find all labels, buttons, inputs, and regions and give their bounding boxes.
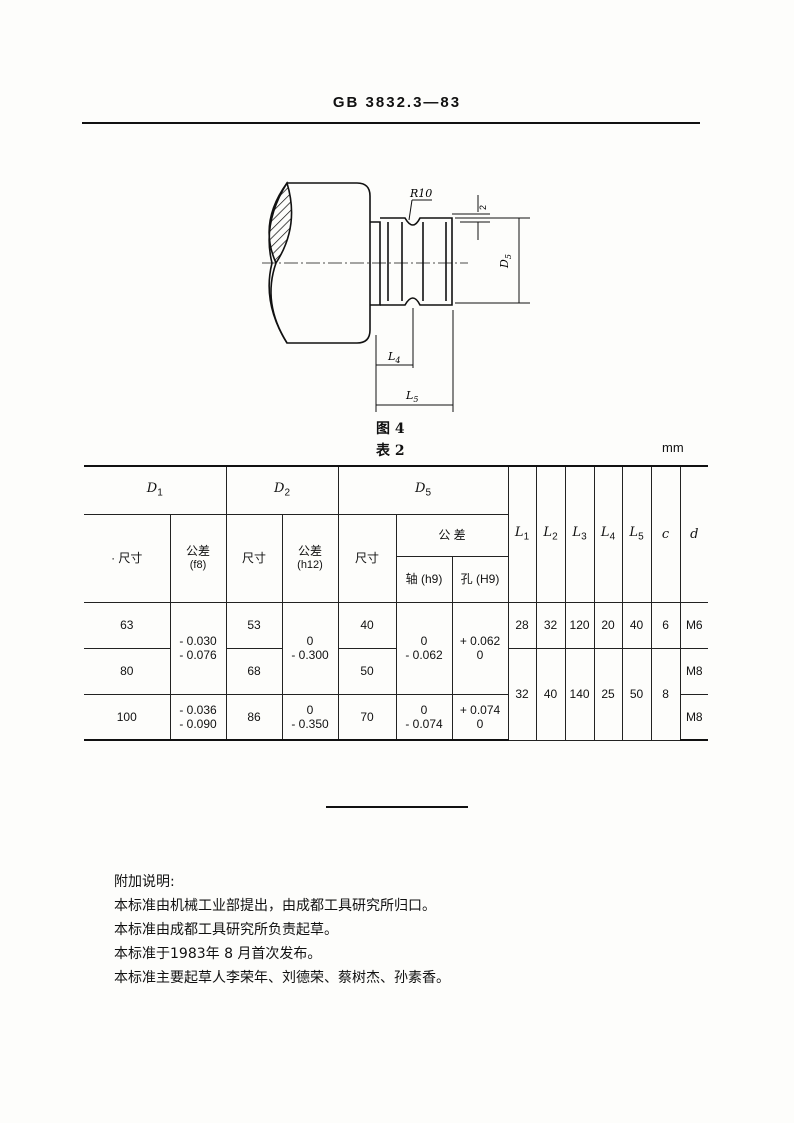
- col-c: c: [650, 465, 681, 603]
- r10-label: R10: [409, 187, 432, 200]
- dim-l4-l5: [375, 308, 454, 412]
- cell-d: M8: [679, 647, 709, 695]
- table-row: 100 - 0.036- 0.090 86 0- 0.350 70 0- 0.0…: [84, 693, 709, 741]
- unit-label: mm: [662, 440, 684, 455]
- col-l4: L4: [593, 465, 623, 603]
- col-size-d5: 尺寸: [337, 513, 397, 603]
- col-tol-d5: 公 差: [395, 513, 509, 557]
- col-l3: L3: [564, 465, 595, 603]
- cell-d: M6: [679, 601, 709, 649]
- cell-tol-d1: - 0.030- 0.076: [169, 601, 227, 695]
- l4-label: L4: [387, 350, 400, 365]
- note-line: 本标准主要起草人李荣年、刘德荣、蔡树杰、孙素香。: [114, 970, 450, 986]
- dim-d5: [455, 217, 530, 304]
- pin: [380, 217, 453, 306]
- additional-notes: 附加说明: 本标准由机械工业部提出，由成都工具研究所归口。 本标准由成都工具研究…: [114, 870, 450, 990]
- col-shaft: 轴 (h9): [395, 555, 453, 603]
- group-d2: D2: [225, 465, 339, 515]
- col-l1: L1: [507, 465, 537, 603]
- end-rule: [326, 806, 468, 808]
- cell-tol-d1: - 0.036- 0.090: [169, 693, 227, 741]
- col-hole: 孔 (H9): [451, 555, 509, 603]
- note-line: 本标准于1983年 8 月首次发布。: [114, 946, 322, 962]
- cell-d: M8: [679, 693, 709, 741]
- cell-l5: 40: [621, 601, 652, 649]
- col-tol-d1: 公差(f8): [169, 513, 227, 603]
- note-line: 本标准由成都工具研究所负责起草。: [114, 922, 338, 938]
- col-size-d2: 尺寸: [225, 513, 283, 603]
- header-rule: [82, 122, 700, 124]
- col-l2: L2: [535, 465, 566, 603]
- cell-c: 8: [650, 647, 681, 741]
- cell-c: 6: [650, 601, 681, 649]
- document-header: GB 3832.3—83: [332, 94, 462, 111]
- cell-d1: 80: [84, 647, 171, 695]
- dimension-table: D1 D2 D5 L1 L2 L3 L4 L5 c d · 尺寸 公差(f8) …: [84, 465, 709, 741]
- figure-caption: 图 4: [376, 421, 405, 437]
- cell-l5: 50: [621, 647, 652, 741]
- d5-label: D5: [498, 254, 513, 269]
- cell-l4: 25: [593, 647, 623, 741]
- table-caption: 表 2: [376, 443, 405, 459]
- dim-2-label: 2: [478, 205, 488, 210]
- cell-l3: 140: [564, 647, 595, 741]
- dim-2: [452, 195, 490, 240]
- cell-tol-d2: 0- 0.350: [281, 693, 339, 741]
- col-tol-d2: 公差(h12): [281, 513, 339, 603]
- cell-l1: 32: [507, 647, 537, 741]
- cell-l2: 40: [535, 647, 566, 741]
- group-d5: D5: [337, 465, 509, 515]
- cell-tol-d2: 0- 0.300: [281, 601, 339, 695]
- col-d: d: [679, 465, 709, 603]
- cell-l1: 28: [507, 601, 537, 649]
- cell-d1: 63: [84, 601, 171, 649]
- cell-d2: 86: [225, 693, 283, 741]
- cell-d2: 68: [225, 647, 283, 695]
- cell-shaft: 0- 0.062: [395, 601, 453, 695]
- col-l5: L5: [621, 465, 652, 603]
- cell-l3: 120: [564, 601, 595, 649]
- r10-leader: [408, 199, 432, 221]
- cell-shaft: 0- 0.074: [395, 693, 453, 741]
- cell-d2: 53: [225, 601, 283, 649]
- cell-d5: 40: [337, 601, 397, 649]
- notes-heading: 附加说明:: [114, 874, 175, 890]
- col-size-d1: · 尺寸: [84, 513, 171, 603]
- table-row: 63 - 0.030- 0.076 53 0- 0.300 40 0- 0.06…: [84, 601, 709, 695]
- note-line: 本标准由机械工业部提出，由成都工具研究所归口。: [114, 898, 436, 914]
- cell-l2: 32: [535, 601, 566, 649]
- group-d1: D1: [84, 465, 227, 515]
- cell-d5: 70: [337, 693, 397, 741]
- technical-drawing: R10 2 D5 L4 L5: [262, 181, 530, 412]
- l5-label: L5: [405, 389, 418, 404]
- cell-d5: 50: [337, 647, 397, 695]
- cell-l4: 20: [593, 601, 623, 649]
- cell-d1: 100: [84, 693, 171, 741]
- neck: [370, 221, 381, 306]
